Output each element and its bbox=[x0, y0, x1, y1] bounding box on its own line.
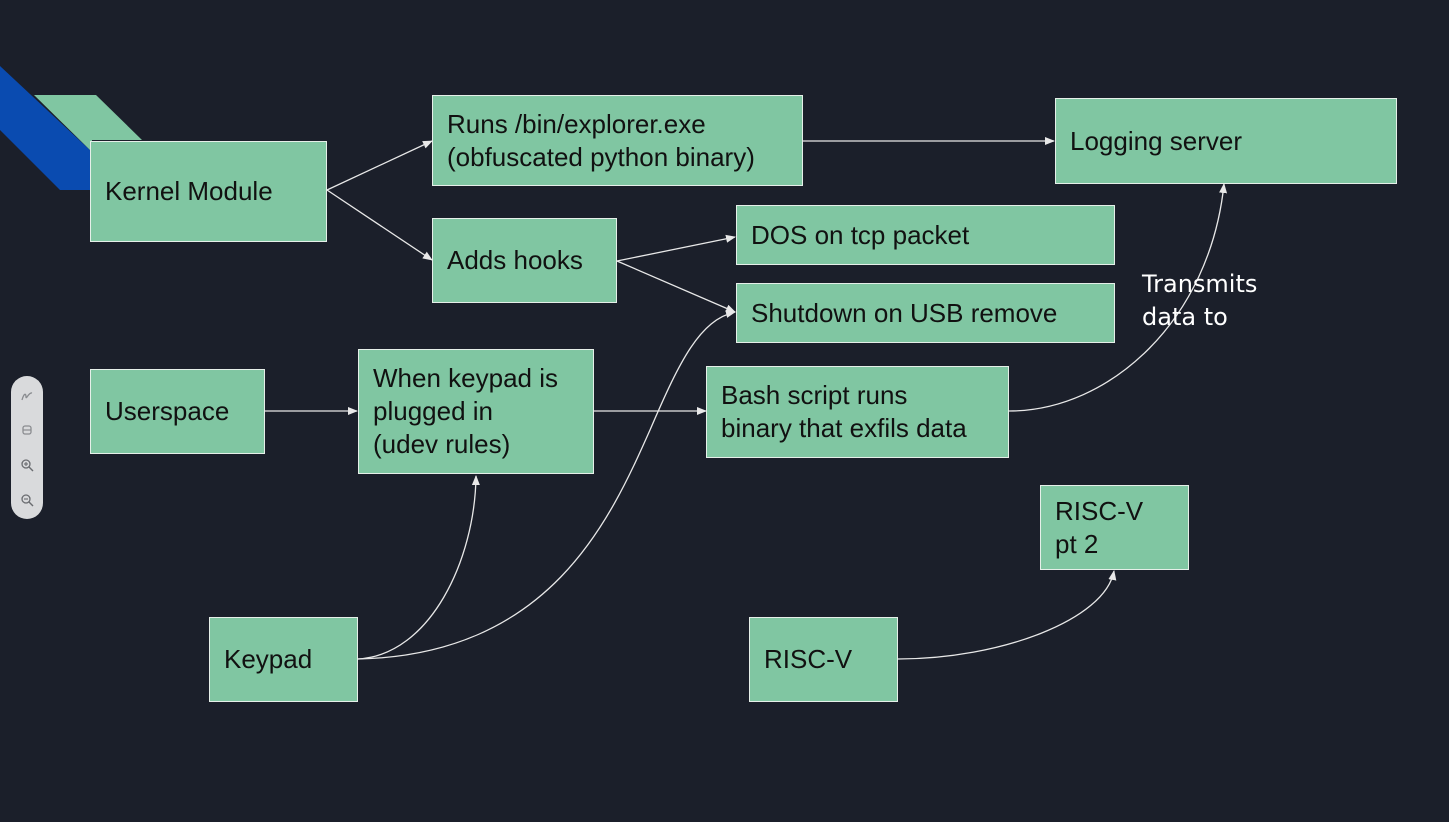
node-adds-hooks[interactable]: Adds hooks bbox=[432, 218, 617, 303]
node-dos-tcp-label: DOS on tcp packet bbox=[751, 219, 970, 250]
node-riscv[interactable]: RISC-V bbox=[749, 617, 898, 702]
node-runs-explorer-label: Runs /bin/explorer.exe (obfuscated pytho… bbox=[447, 108, 755, 172]
node-riscv-pt2[interactable]: RISC-V pt 2 bbox=[1040, 485, 1189, 570]
node-dos-tcp[interactable]: DOS on tcp packet bbox=[736, 205, 1115, 265]
edge-label-transmits: Transmits data to bbox=[1142, 270, 1258, 331]
edge-kernel-to-hooks bbox=[326, 189, 433, 261]
node-keypad-plugged-label: When keypad is plugged in (udev rules) bbox=[373, 363, 558, 459]
edge-kernel-to-runs bbox=[326, 140, 433, 191]
edge-keypad-to-shutdown bbox=[357, 310, 736, 660]
edge-bash-to-logging bbox=[1008, 183, 1228, 412]
node-logging-server[interactable]: Logging server bbox=[1055, 98, 1397, 184]
node-riscv-label: RISC-V bbox=[764, 644, 853, 674]
edge-hooks-to-shutdown bbox=[616, 260, 736, 313]
edge-hooks-to-dos bbox=[616, 234, 736, 262]
zoom-in-icon[interactable] bbox=[17, 455, 37, 475]
node-runs-explorer[interactable]: Runs /bin/explorer.exe (obfuscated pytho… bbox=[432, 95, 803, 186]
node-shutdown-usb-label: Shutdown on USB remove bbox=[751, 297, 1058, 328]
node-logging-server-label: Logging server bbox=[1070, 125, 1242, 156]
node-kernel-module-label: Kernel Module bbox=[105, 176, 273, 206]
node-userspace-label: Userspace bbox=[105, 396, 230, 426]
node-kernel-module[interactable]: Kernel Module bbox=[90, 141, 327, 242]
pen-icon[interactable] bbox=[17, 386, 37, 406]
edge-keypad-to-keypad-plugged bbox=[357, 475, 480, 660]
green-stripe bbox=[34, 95, 142, 152]
node-riscv-pt2-label: RISC-V pt 2 bbox=[1055, 495, 1144, 559]
edge-riscv-to-riscv-pt2 bbox=[897, 570, 1117, 660]
node-keypad[interactable]: Keypad bbox=[209, 617, 358, 702]
node-userspace[interactable]: Userspace bbox=[90, 369, 265, 454]
node-adds-hooks-label: Adds hooks bbox=[447, 245, 583, 275]
blue-stripe bbox=[0, 66, 92, 190]
eraser-icon[interactable] bbox=[17, 420, 37, 440]
canvas-toolbar bbox=[11, 376, 43, 519]
zoom-out-icon[interactable] bbox=[17, 490, 37, 510]
node-keypad-plugged[interactable]: When keypad is plugged in (udev rules) bbox=[358, 349, 594, 474]
node-keypad-label: Keypad bbox=[224, 644, 313, 674]
node-shutdown-usb[interactable]: Shutdown on USB remove bbox=[736, 283, 1115, 343]
node-bash-script[interactable]: Bash script runs binary that exfils data bbox=[706, 366, 1009, 458]
node-bash-script-label: Bash script runs binary that exfils data bbox=[721, 380, 967, 443]
